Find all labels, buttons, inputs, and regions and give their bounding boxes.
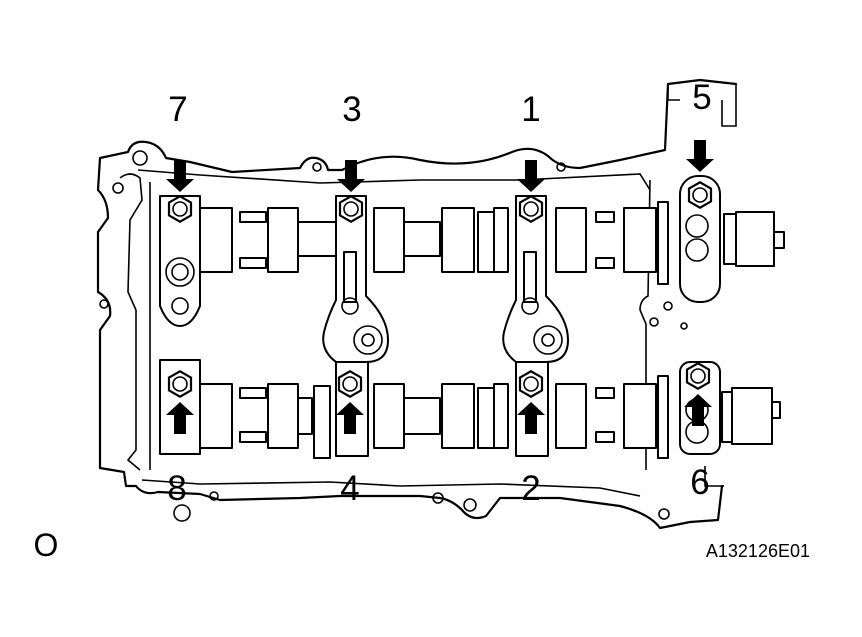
bolt-4 <box>337 370 363 398</box>
bolt-label-5: 5 <box>692 78 711 117</box>
bolt-label-4: 4 <box>340 469 359 508</box>
arrow-down-3 <box>337 160 365 192</box>
bolt-label-8: 8 <box>167 469 186 508</box>
arrow-down-5 <box>686 140 714 172</box>
bolt-7 <box>167 195 193 223</box>
arrow-down-7 <box>166 160 194 192</box>
bolt-8 <box>167 370 193 398</box>
figure-code: A132126E01 <box>706 541 810 561</box>
bolt-3 <box>338 195 364 223</box>
housing-outline <box>96 78 738 530</box>
bolt-5 <box>687 181 713 209</box>
corner-mark: O <box>34 527 59 563</box>
bolt-label-7: 7 <box>168 90 187 129</box>
bolt-6 <box>685 362 711 390</box>
bolt-number-labels: 7 3 1 5 8 4 2 6 <box>167 78 711 508</box>
bolt-label-3: 3 <box>342 90 361 129</box>
bolt-2 <box>518 370 544 398</box>
bolt-1 <box>518 195 544 223</box>
bolt-label-2: 2 <box>521 469 540 508</box>
arrow-down-1 <box>517 160 545 192</box>
exhaust-camshaft <box>199 375 781 459</box>
bolt-label-1: 1 <box>521 90 540 129</box>
bolt-label-6: 6 <box>690 463 709 502</box>
intake-camshaft <box>199 201 785 285</box>
